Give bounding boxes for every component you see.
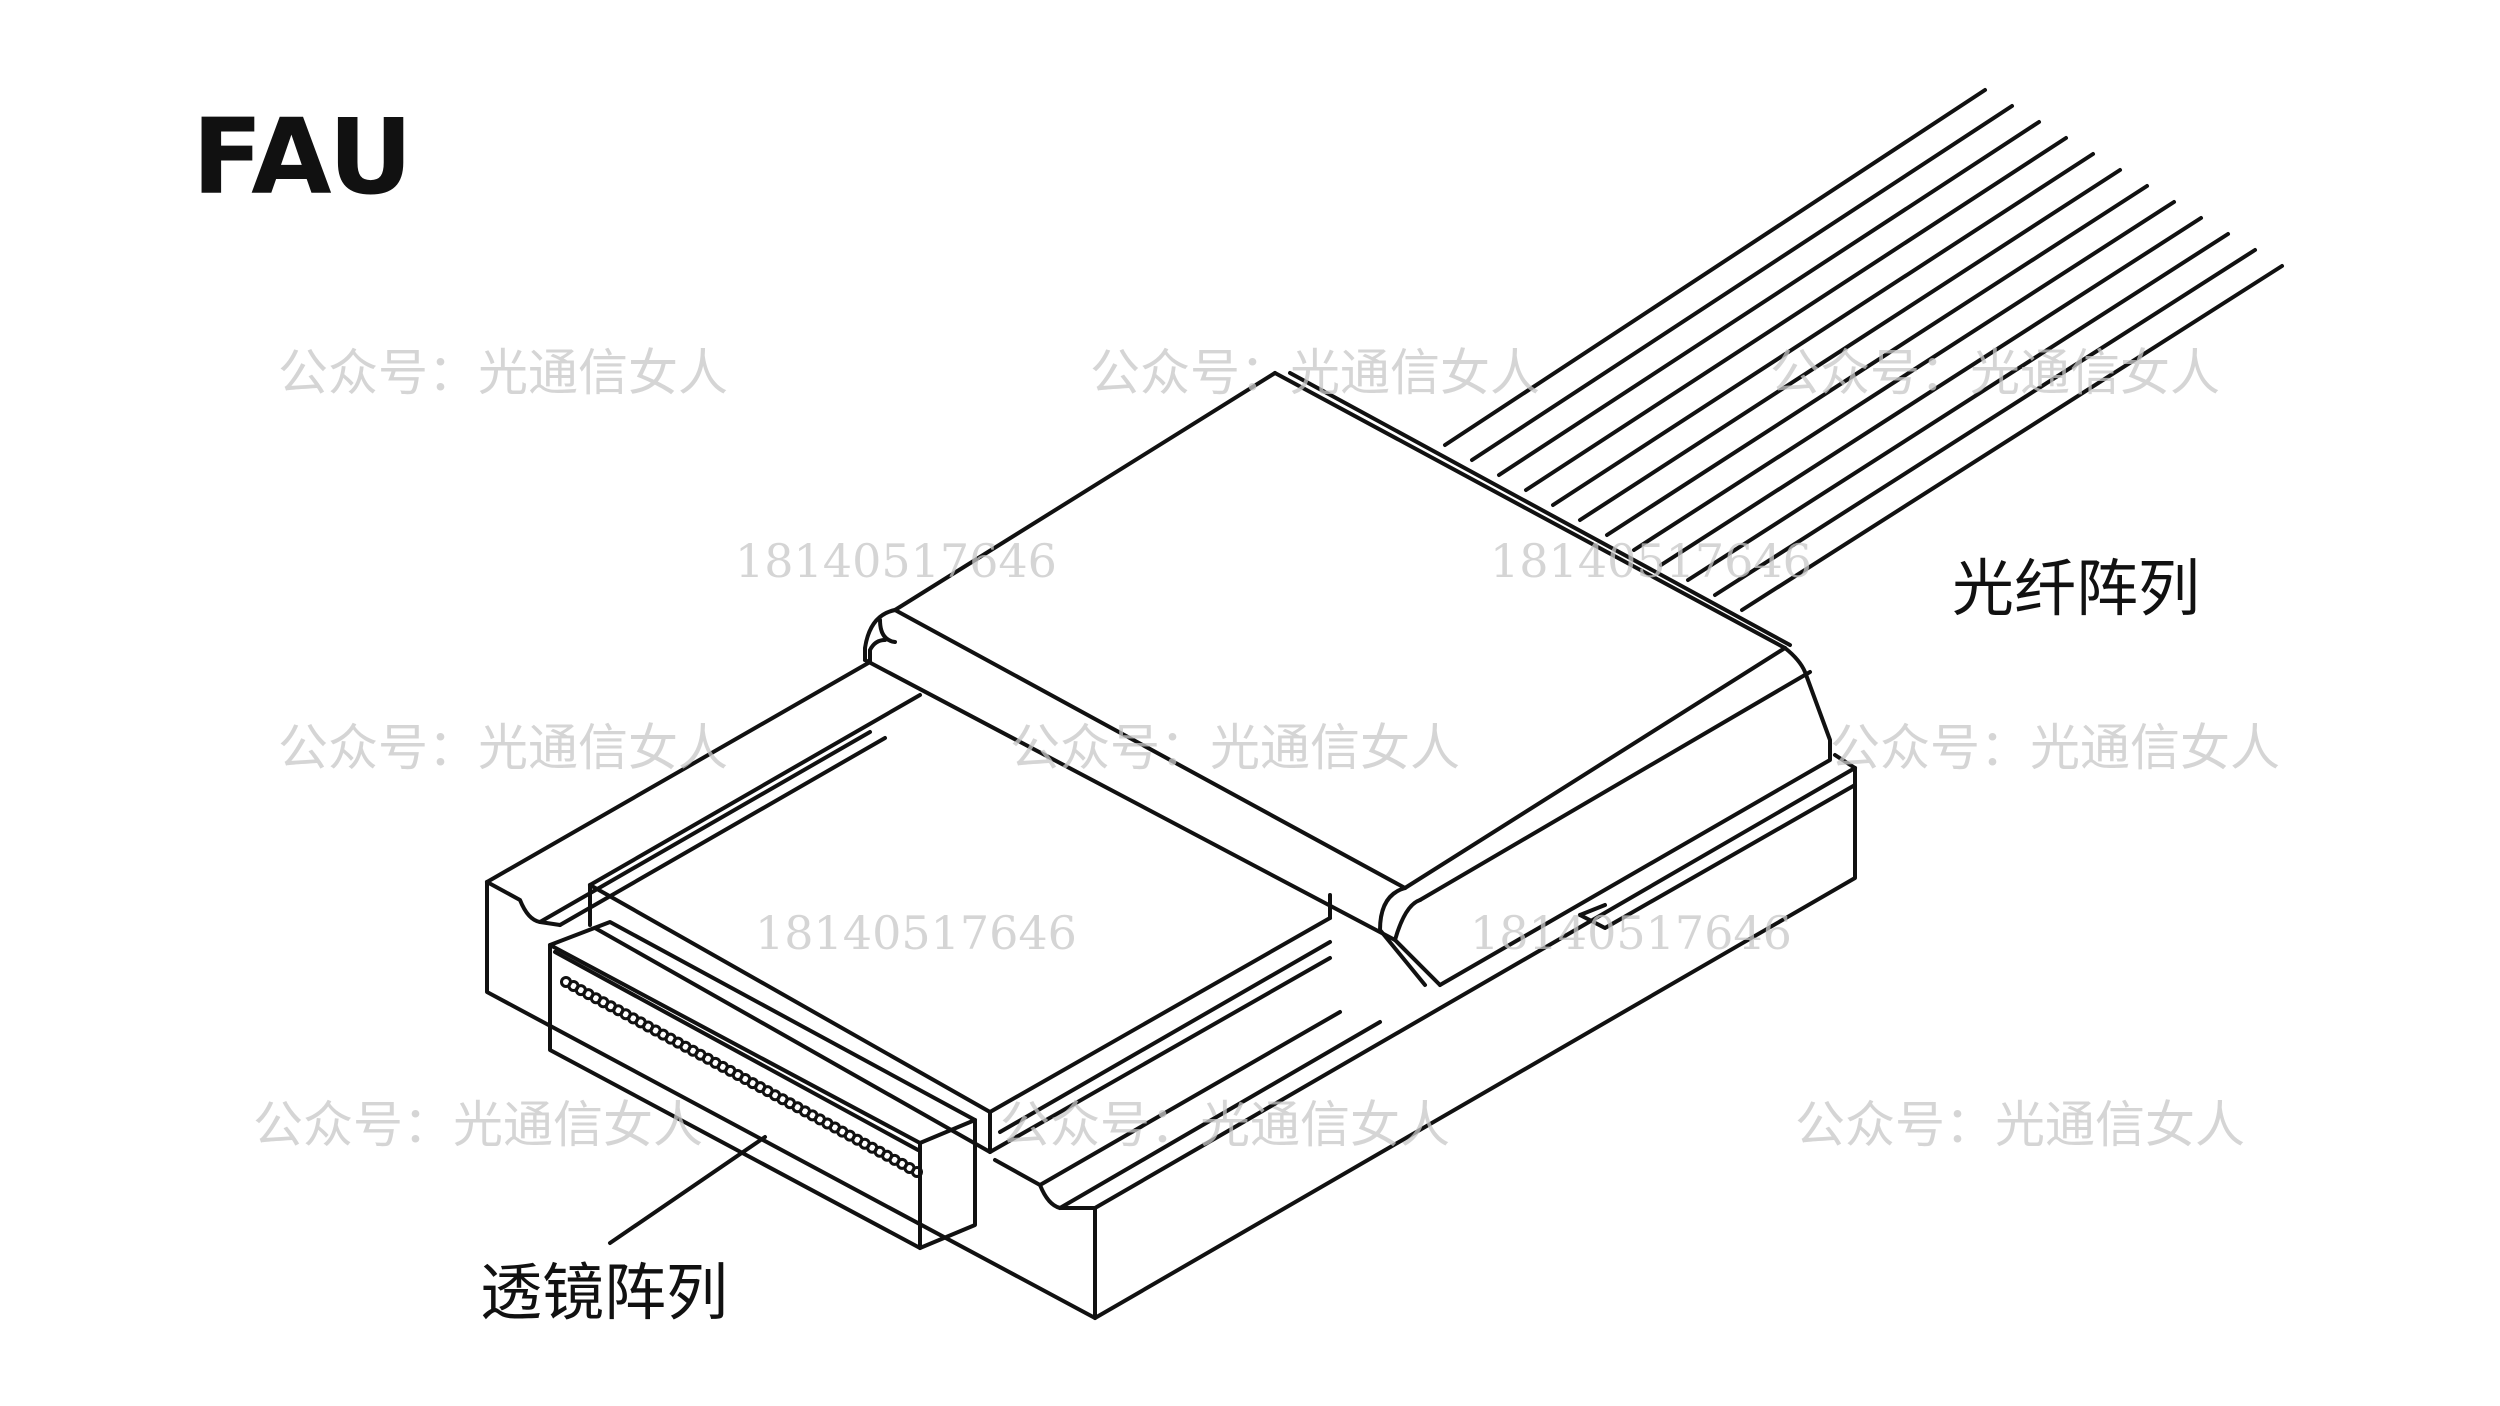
lens-element [911,1166,923,1178]
optical-fibers [1443,88,2284,612]
page-title: FAU [192,96,413,218]
optical-fiber [1497,120,2041,477]
lens-elements [560,976,923,1178]
optical-fiber [1659,216,2203,567]
lens-array-leader-line [608,1135,767,1245]
lens-array [548,920,977,1250]
optical-fiber [1443,88,1987,447]
glass-lid [588,693,1332,1154]
fiber-array-label: 光纤阵列 [1952,552,2201,625]
optical-fiber [1740,264,2284,612]
optical-fiber [1686,232,2230,582]
optical-fiber [1605,184,2149,537]
optical-fiber [1632,200,2176,552]
fiber-block [863,371,1832,987]
optical-fiber [1470,104,2014,462]
optical-fiber [1524,136,2068,492]
optical-fiber [1578,168,2122,522]
base-substrate [485,638,1857,1320]
optical-fiber [1551,152,2095,507]
optical-fiber [1713,248,2257,597]
lens-array-label: 透镜阵列 [480,1256,729,1329]
